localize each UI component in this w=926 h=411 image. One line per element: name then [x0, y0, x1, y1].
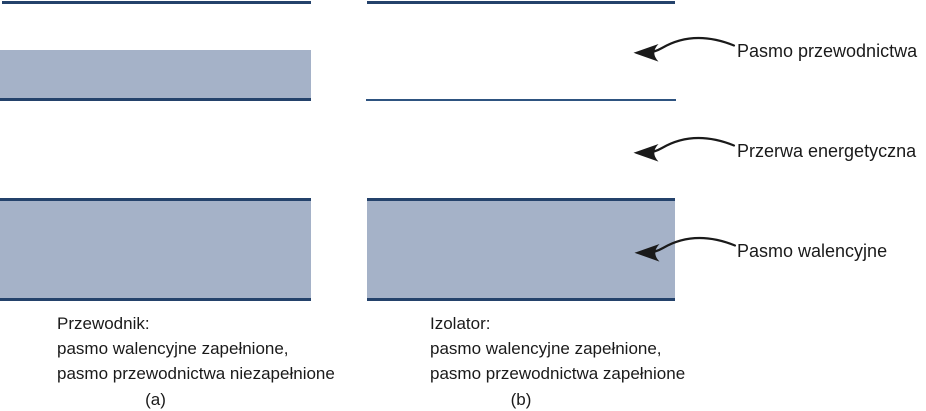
caption-panel-a: (a) [145, 390, 166, 409]
arrow-przerwa-energetyczna-icon [632, 136, 736, 163]
insulator-valence-band [367, 198, 675, 301]
conductor-desc-line1: pasmo walencyjne zapełnione, [57, 339, 289, 358]
conductor-partially-filled-band [0, 50, 311, 101]
label-conduction-band: Pasmo przewodnictwa [737, 41, 918, 61]
caption-panel-b: (b) [510, 390, 532, 409]
conductor-title: Przewodnik: [57, 314, 150, 333]
arrow-pasmo-przewodnictwa-icon [632, 36, 736, 63]
insulator-conduction-band-bottom-line [366, 99, 676, 101]
insulator-desc-line2: pasmo przewodnictwa zapełnione [430, 364, 686, 383]
label-valence-band: Pasmo walencyjne [737, 241, 888, 261]
insulator-desc-line1: pasmo walencyjne zapełnione, [430, 339, 662, 358]
insulator-description: Izolator: pasmo walencyjne zapełnione, p… [430, 311, 685, 386]
insulator-upper-band-edge-line [367, 1, 675, 4]
label-energy-gap: Przerwa energetyczna [737, 141, 917, 161]
conductor-description: Przewodnik: pasmo walencyjne zapełnione,… [57, 311, 335, 386]
insulator-title: Izolator: [430, 314, 491, 333]
conductor-valence-band [0, 198, 311, 301]
conductor-upper-band-edge-line [2, 1, 311, 4]
conductor-desc-line2: pasmo przewodnictwa niezapełnione [57, 364, 335, 383]
